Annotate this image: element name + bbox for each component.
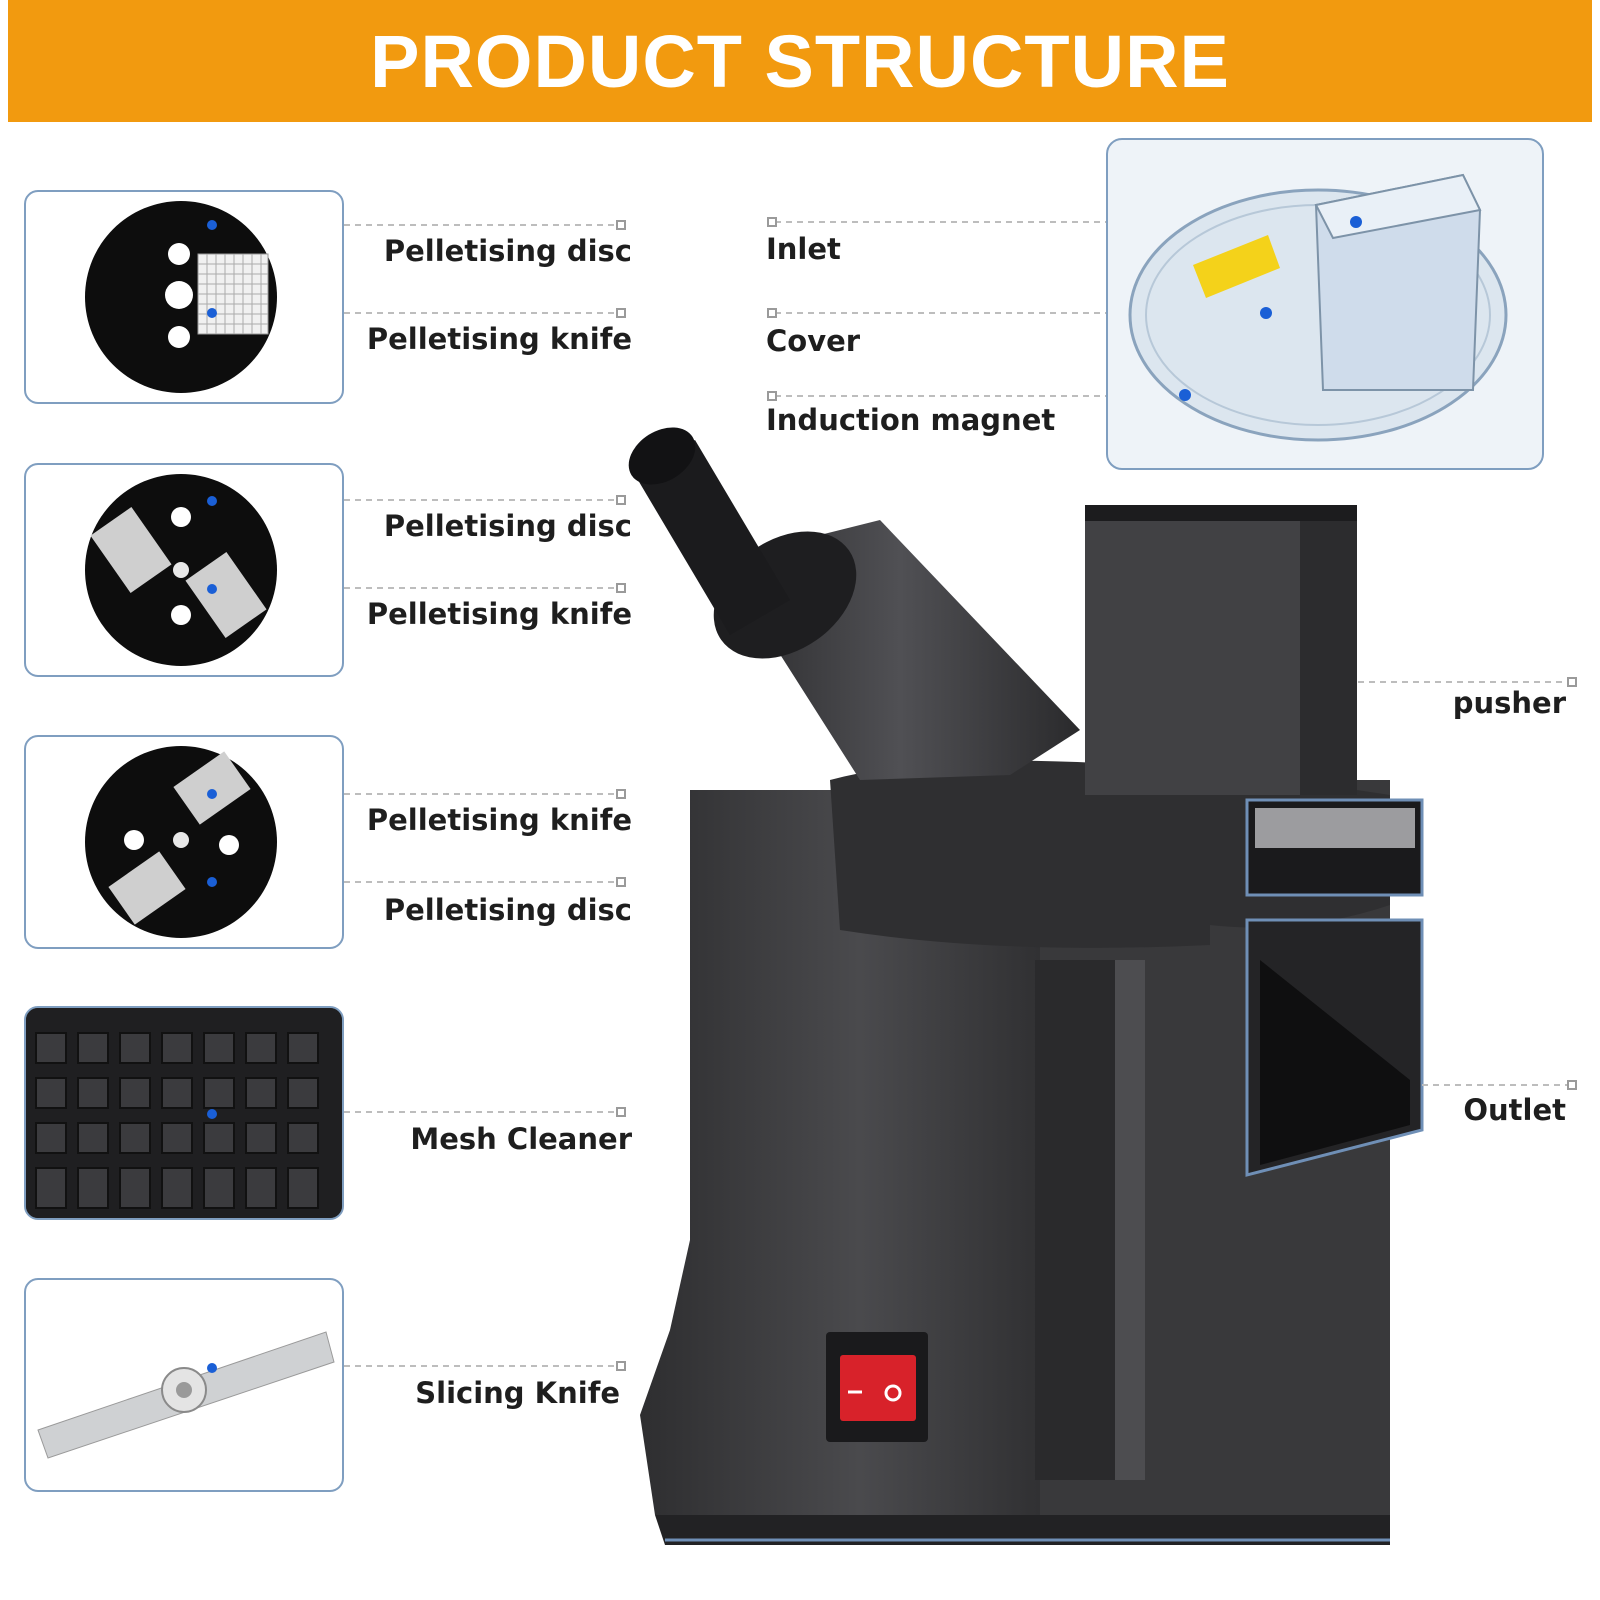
outlet-window-glare: [1255, 808, 1415, 848]
label-cover: Cover: [766, 324, 861, 358]
machine-base: [655, 1515, 1390, 1545]
inlet-tower-shade: [1300, 521, 1357, 795]
machine-body: [640, 790, 1080, 1515]
part-panel-pelletising-disc-blades: [24, 463, 344, 677]
part-panel-pelletising-disc-alt: [24, 735, 344, 949]
label-induction-magnet: Induction magnet: [766, 403, 1056, 437]
outlet-opening: [1260, 960, 1410, 1165]
label-pelletising-disc-3: Pelletising disc: [383, 893, 632, 927]
power-switch[interactable]: [840, 1355, 916, 1421]
part-panel-pelletising-disc-grid: [24, 190, 344, 404]
label-mesh-cleaner: Mesh Cleaner: [410, 1122, 632, 1156]
label-slicing-knife: Slicing Knife: [415, 1376, 620, 1410]
part-panel-cover: [1106, 138, 1544, 470]
pusher-top: [628, 427, 696, 485]
header-banner: PRODUCT STRUCTURE: [8, 0, 1592, 122]
inlet-tower-rim: [1085, 505, 1357, 521]
switch-off-mark: [884, 1384, 902, 1402]
page-title: PRODUCT STRUCTURE: [370, 19, 1230, 103]
label-pelletising-knife-3: Pelletising knife: [366, 803, 632, 837]
mesh-cleaner-image: [26, 1008, 342, 1218]
part-panel-slicing-knife: [24, 1278, 344, 1492]
pelletising-disc-blades-image: [85, 474, 277, 666]
body-column-highlight: [1115, 960, 1145, 1480]
slicing-knife-image: [37, 1331, 335, 1459]
pelletising-disc-grid-image: [85, 201, 277, 393]
leader-end-squares: [616, 217, 1577, 1371]
pusher-shaft: [632, 440, 790, 635]
label-pelletising-knife-1: Pelletising knife: [366, 322, 632, 356]
label-pusher: pusher: [1452, 686, 1566, 720]
body-column: [1035, 960, 1115, 1480]
label-inlet: Inlet: [766, 232, 841, 266]
pelletising-disc-alt-image: [85, 746, 277, 938]
label-pelletising-disc-1: Pelletising disc: [383, 234, 632, 268]
part-panel-mesh-cleaner: [24, 1006, 344, 1220]
cover-image: [1128, 173, 1508, 442]
label-outlet: Outlet: [1463, 1093, 1566, 1127]
label-pelletising-disc-2: Pelletising disc: [383, 509, 632, 543]
label-pelletising-knife-2: Pelletising knife: [366, 597, 632, 631]
